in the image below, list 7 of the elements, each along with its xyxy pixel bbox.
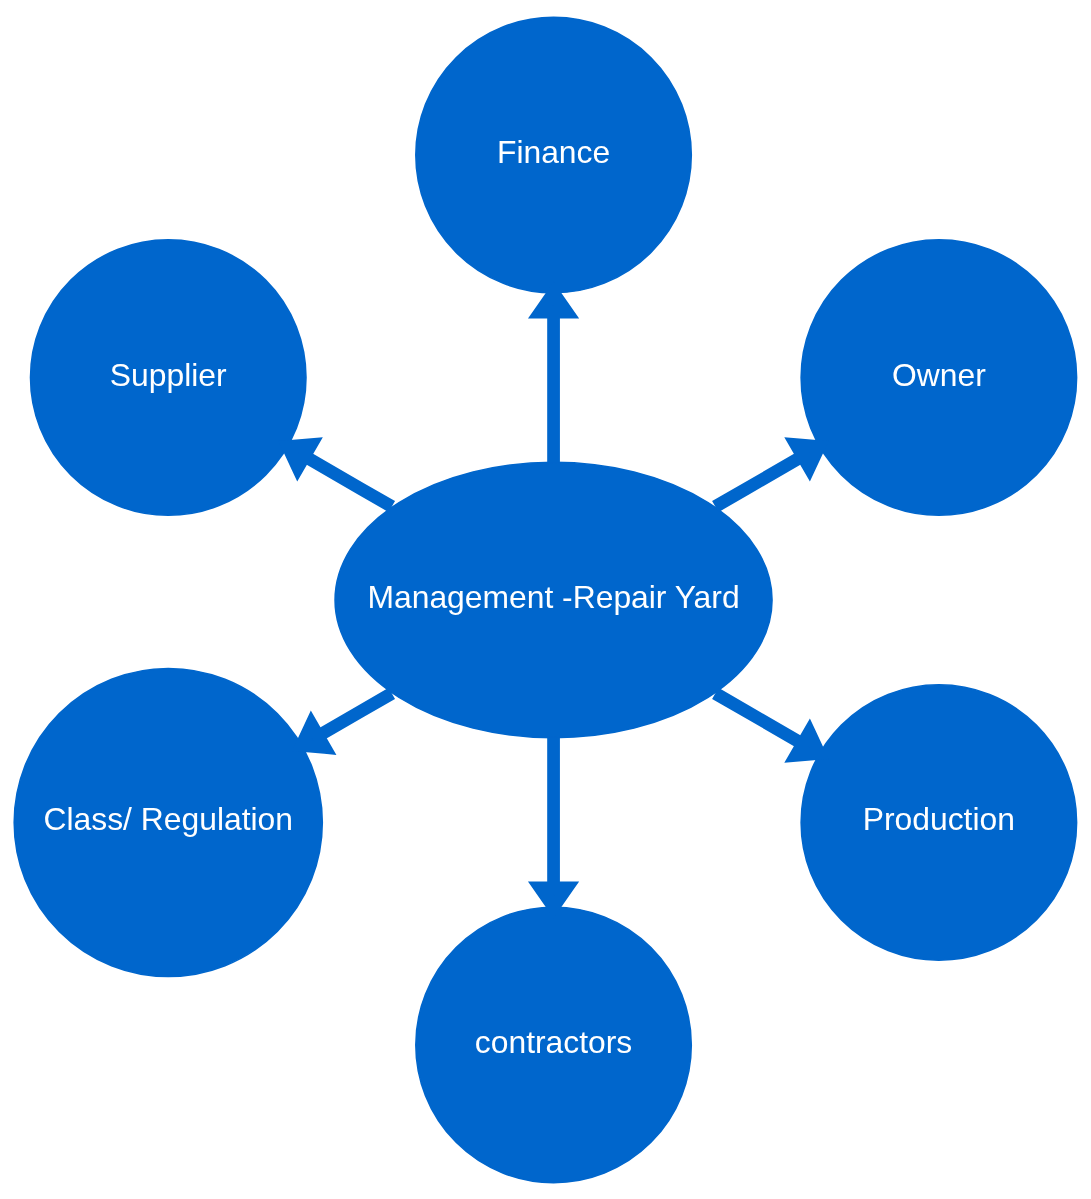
node-circle: Finance <box>415 16 693 294</box>
node-circle: Supplier <box>29 238 307 516</box>
node-circle: Production <box>800 683 1078 961</box>
node-circle: contractors <box>415 905 693 1183</box>
node-ellipse: Management -Repair Yard <box>334 461 773 738</box>
node-circle: Class/ Regulation <box>13 667 324 977</box>
node-circle: Owner <box>800 238 1078 516</box>
